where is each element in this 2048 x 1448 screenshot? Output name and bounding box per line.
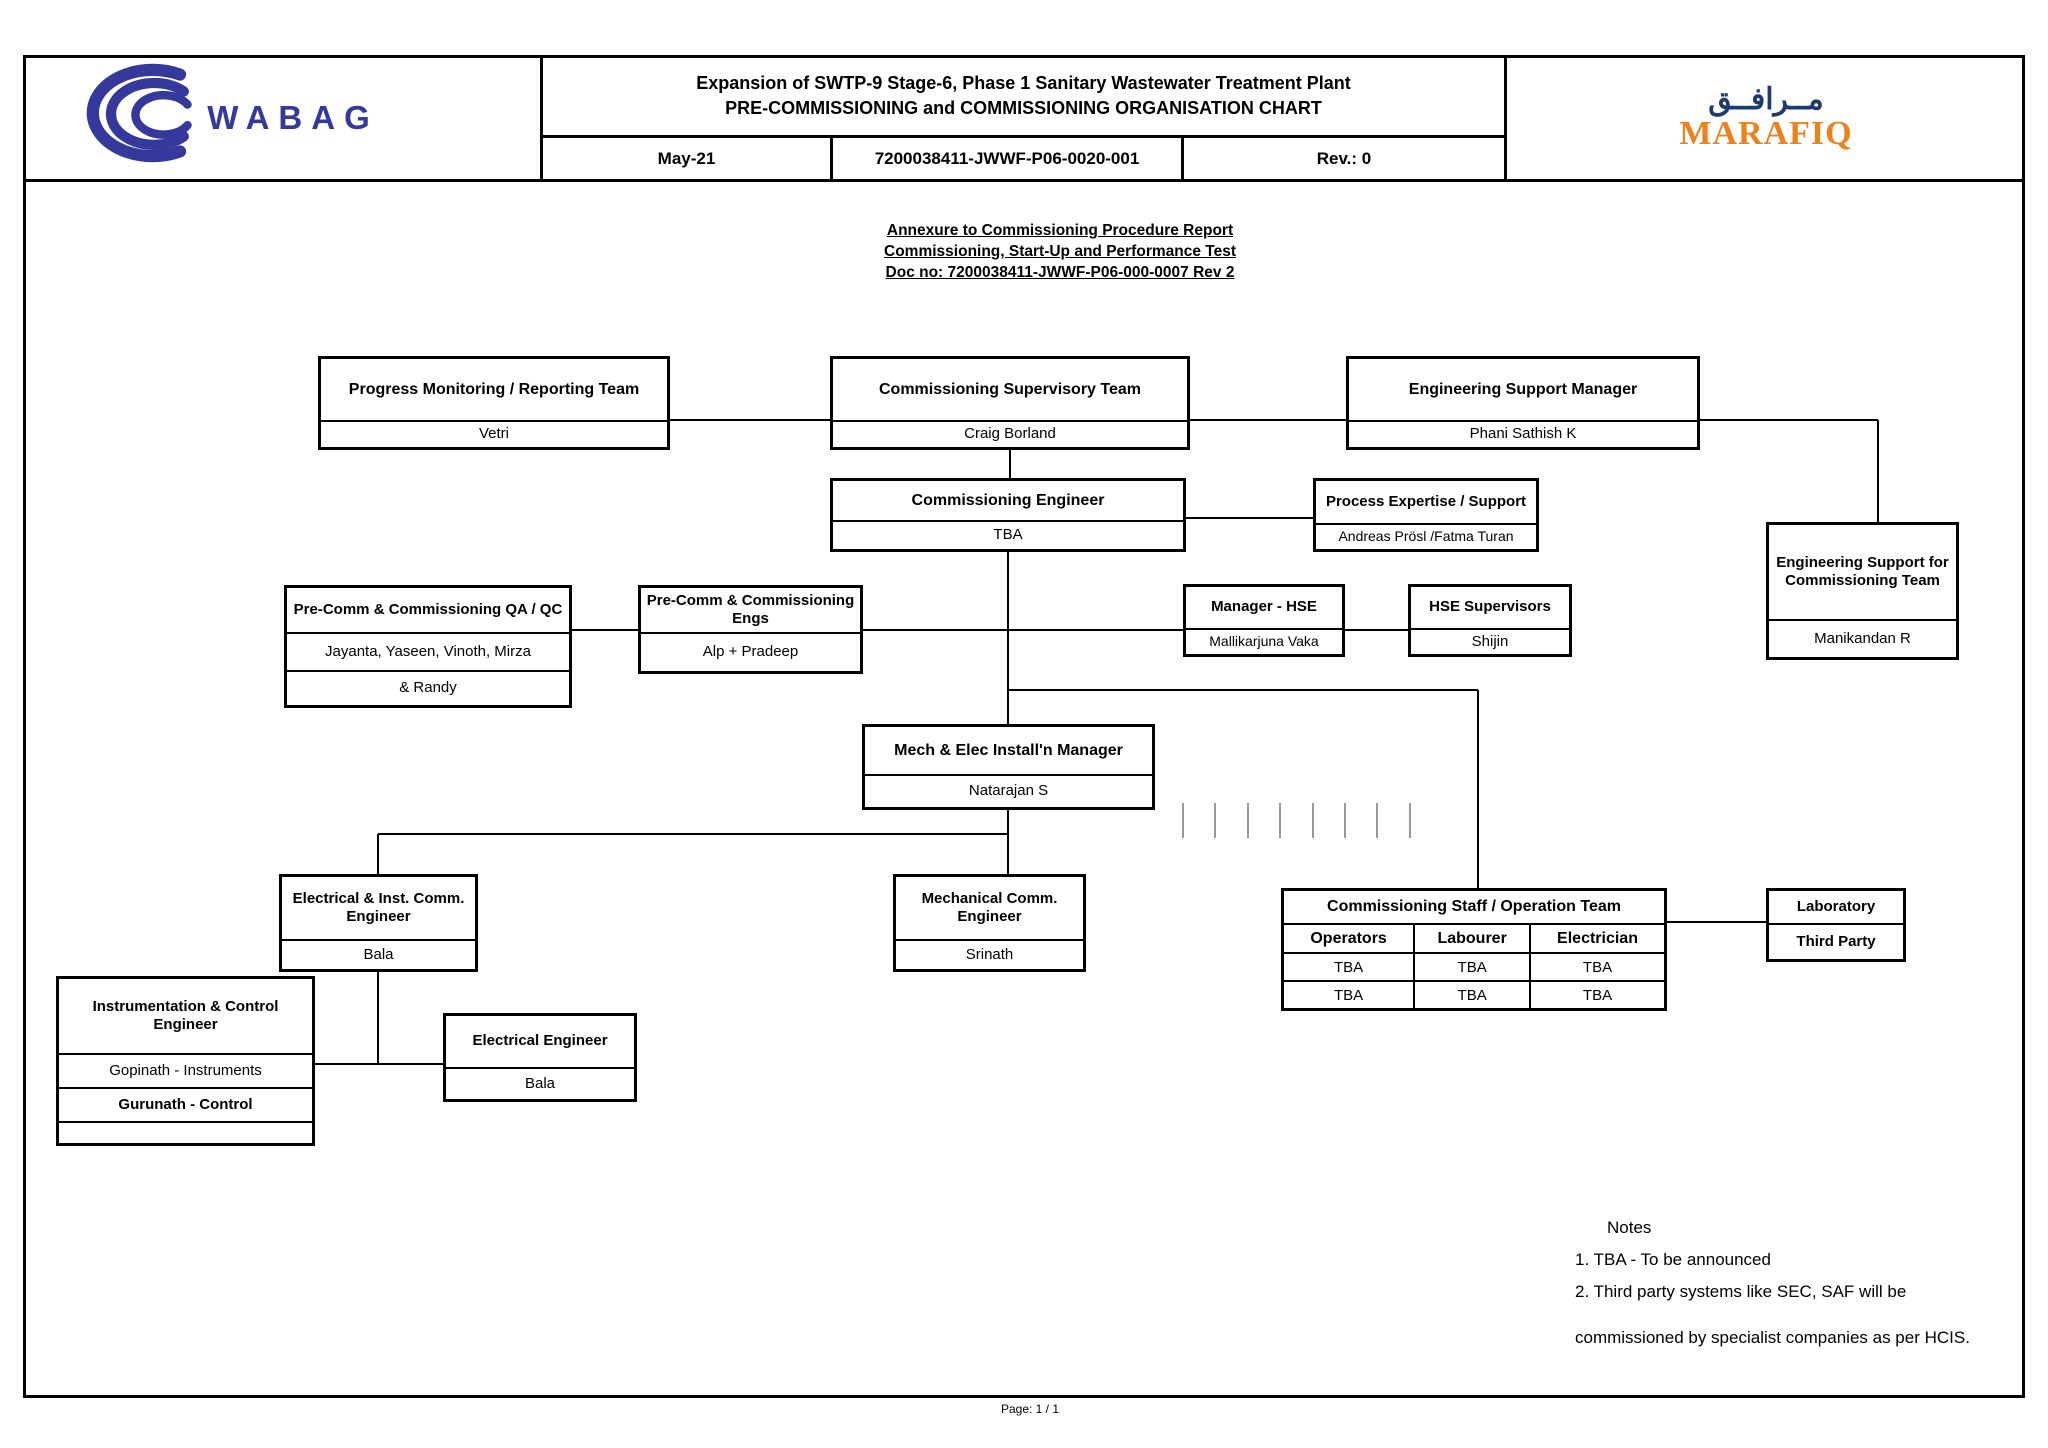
box-name-2: & Randy [287, 670, 569, 705]
box-title: Commissioning Engineer [911, 491, 1105, 509]
box-name: Shijin [1411, 628, 1569, 654]
box-name: Bala [446, 1067, 634, 1099]
page-number: Page: 1 / 1 [1000, 1402, 1060, 1416]
header-divider-left [540, 55, 543, 182]
document-number: 7200038411-JWWF-P06-0020-001 [874, 149, 1140, 168]
box-name: Bala [282, 939, 475, 969]
table-cell: TBA [1413, 980, 1530, 1008]
org-box-progress-monitoring: Progress Monitoring / Reporting Team Vet… [318, 356, 670, 450]
header-bottom-rule [23, 179, 2025, 182]
title-line-2: PRE-COMMISSIONING and COMMISSIONING ORGA… [725, 97, 1322, 118]
table-cell: TBA [1284, 980, 1414, 1008]
revision-number: Rev.: 0 [1316, 149, 1372, 168]
page-border [23, 55, 2025, 1398]
revision-date: May-21 [657, 149, 716, 168]
box-name: Gopinath - Instruments [59, 1053, 312, 1087]
box-title: Mechanical Comm. Engineer [921, 889, 1058, 925]
marafiq-arabic-wordmark: مــرافــق [1708, 83, 1824, 116]
note-item-2: 2. Third party systems like SEC, SAF wil… [1575, 1282, 1907, 1301]
box-title: Engineering Support Manager [1408, 380, 1638, 398]
dashed-tick-row [1182, 803, 1411, 838]
org-box-instrumentation-engineer: Instrumentation & Control Engineer Gopin… [56, 976, 315, 1146]
wabag-wordmark: WABAG [207, 99, 379, 136]
box-name: Natarajan S [865, 774, 1152, 807]
document-title: Expansion of SWTP-9 Stage-6, Phase 1 San… [545, 58, 1502, 133]
org-box-electrical-engineer: Electrical Engineer Bala [443, 1013, 637, 1102]
table-cell: TBA [1529, 980, 1664, 1008]
marafiq-logo: مــرافــق MARAFIQ [1510, 58, 2022, 178]
org-box-process-expertise: Process Expertise / Support Andreas Prös… [1313, 478, 1539, 552]
table-title: Commissioning Staff / Operation Team [1327, 898, 1621, 916]
box-title: HSE Supervisors [1429, 598, 1551, 616]
box-title: Commissioning Supervisory Team [879, 380, 1141, 398]
box-title: Process Expertise / Support [1325, 492, 1527, 510]
box-title: Pre-Comm & Commissioning Engs [646, 591, 855, 627]
table-cell: TBA [1413, 952, 1530, 980]
subrow-divider-2 [1181, 135, 1184, 182]
col-header-electrician: Electrician [1529, 923, 1664, 952]
connector-lines [315, 419, 1879, 1065]
note-item-1: 1. TBA - To be announced [1575, 1250, 1771, 1269]
box-title: Manager - HSE [1211, 598, 1317, 616]
box-name: Manikandan R [1769, 619, 1956, 657]
annexure-line-3: Doc no: 7200038411-JWWF-P06-000-0007 Rev… [885, 264, 1235, 281]
org-box-mech-elec-manager: Mech & Elec Install'n Manager Natarajan … [862, 724, 1155, 810]
org-box-commissioning-engineer: Commissioning Engineer TBA [830, 478, 1186, 552]
box-name: Andreas Prösl /Fatma Turan [1316, 523, 1536, 549]
wabag-swoosh-icon [86, 63, 192, 163]
box-title: Pre-Comm & Commissioning QA / QC [293, 600, 563, 618]
wabag-logo: WABAG [60, 58, 520, 178]
box-title: Progress Monitoring / Reporting Team [348, 380, 640, 398]
org-box-hse-supervisors: HSE Supervisors Shijin [1408, 584, 1572, 657]
org-box-mechanical-comm-engineer: Mechanical Comm. Engineer Srinath [893, 874, 1086, 972]
box-title: Engineering Support for Commissioning Te… [1776, 553, 1949, 589]
org-box-commissioning-supervisory: Commissioning Supervisory Team Craig Bor… [830, 356, 1190, 450]
box-name: TBA [833, 520, 1183, 549]
box-name-2: Gurunath - Control [59, 1087, 312, 1121]
org-box-laboratory: Laboratory Third Party [1766, 888, 1906, 962]
col-header-operators: Operators [1284, 923, 1414, 952]
box-name: Vetri [321, 420, 667, 447]
org-box-precomm-engs: Pre-Comm & Commissioning Engs Alp + Prad… [638, 585, 863, 674]
org-box-engineering-support-team: Engineering Support for Commissioning Te… [1766, 522, 1959, 660]
title-line-1: Expansion of SWTP-9 Stage-6, Phase 1 San… [696, 72, 1351, 93]
annexure-note: Annexure to Commissioning Procedure Repo… [820, 220, 1300, 283]
org-box-precomm-qaqc: Pre-Comm & Commissioning QA / QC Jayanta… [284, 585, 572, 708]
org-box-engineering-support-manager: Engineering Support Manager Phani Sathis… [1346, 356, 1700, 450]
box-title: Instrumentation & Control Engineer [92, 997, 279, 1033]
box-name: Srinath [896, 939, 1083, 969]
annexure-line-1: Annexure to Commissioning Procedure Repo… [886, 222, 1234, 239]
table-cell: TBA [1529, 952, 1664, 980]
box-name: Alp + Pradeep [641, 632, 860, 671]
box-title: Mech & Elec Install'n Manager [894, 741, 1123, 759]
box-name: Craig Borland [833, 420, 1187, 447]
table-cell: TBA [1284, 952, 1414, 980]
staff-operation-table: Commissioning Staff / Operation Team Ope… [1281, 888, 1667, 1011]
annexure-line-2: Commissioning, Start-Up and Performance … [884, 243, 1236, 260]
box-name-3 [59, 1121, 312, 1143]
box-title: Laboratory [1796, 897, 1876, 915]
notes-heading: Notes [1607, 1218, 1652, 1237]
box-title: Electrical & Inst. Comm. Engineer [292, 889, 465, 925]
header-divider-right [1504, 55, 1507, 182]
box-name: Mallikarjuna Vaka [1186, 628, 1342, 654]
subrow-divider-1 [830, 135, 833, 182]
note-item-3: commissioned by specialist companies as … [1575, 1328, 1970, 1347]
org-box-manager-hse: Manager - HSE Mallikarjuna Vaka [1183, 584, 1345, 657]
org-box-electrical-inst-engineer: Electrical & Inst. Comm. Engineer Bala [279, 874, 478, 972]
header-subrow-rule [540, 135, 1507, 138]
box-name: Third Party [1769, 923, 1903, 959]
box-name: Jayanta, Yaseen, Vinoth, Mirza [287, 632, 569, 670]
box-title: Electrical Engineer [472, 1032, 608, 1050]
col-header-labourer: Labourer [1413, 923, 1530, 952]
marafiq-wordmark: MARAFIQ [1679, 115, 1853, 152]
box-name: Phani Sathish K [1349, 420, 1697, 447]
